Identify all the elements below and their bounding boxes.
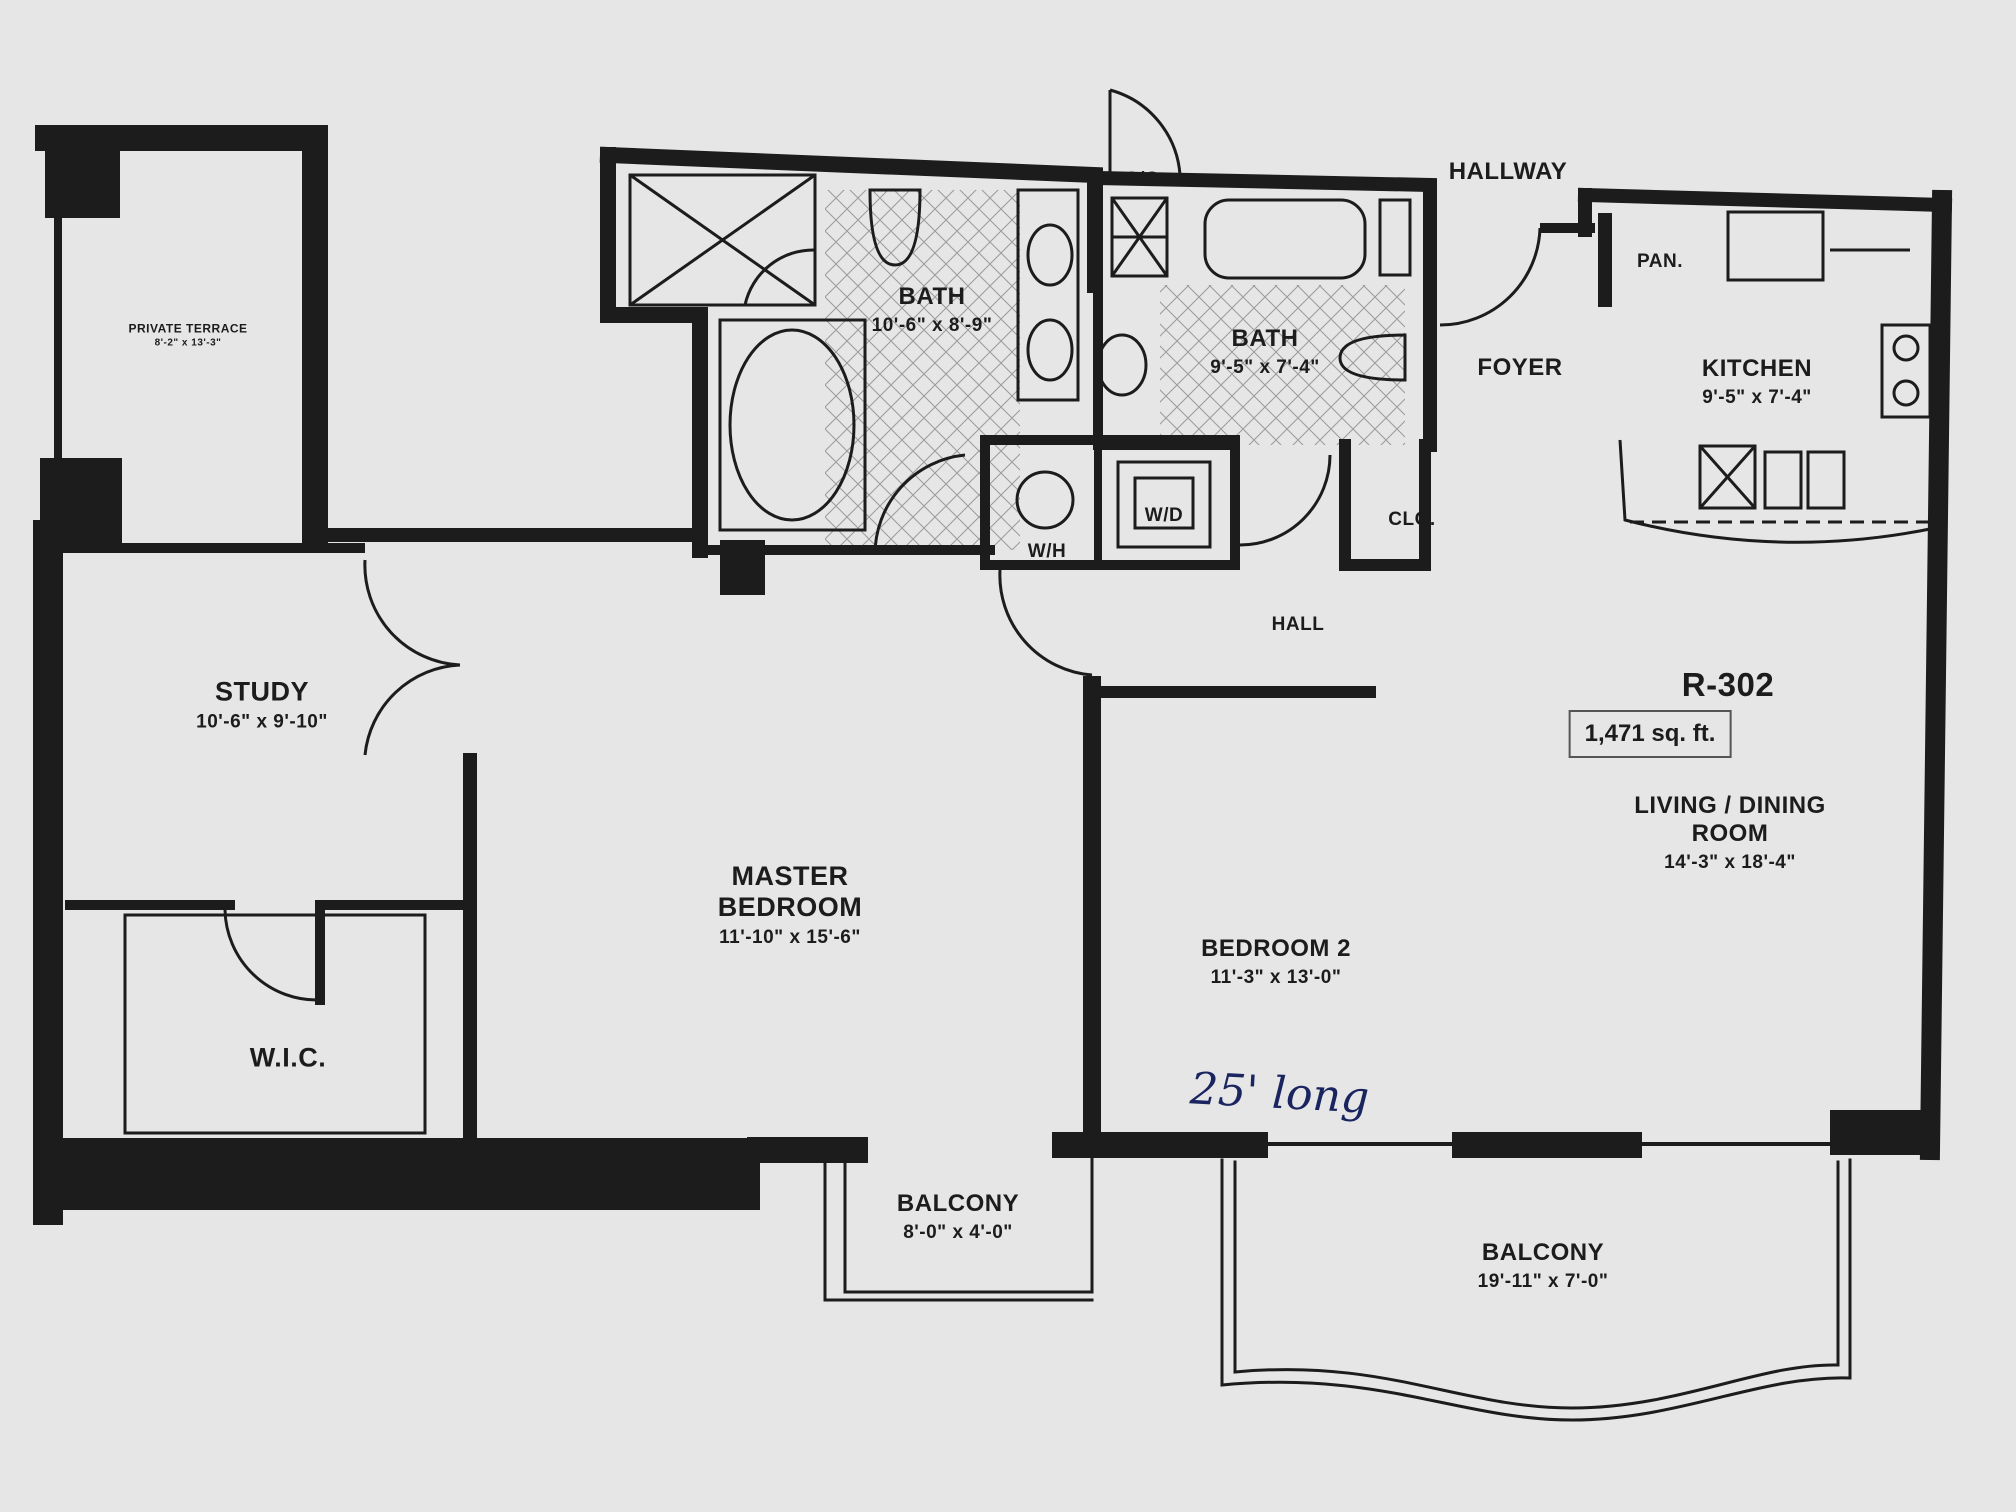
hall-label: HALL [1272, 614, 1325, 636]
master-bedroom-label: MASTER BEDROOM 11'-10" x 15'-6" [718, 861, 863, 949]
wic-label: W.I.C. [250, 1043, 327, 1074]
study-dims: 10'-6" x 9'-10" [196, 711, 328, 733]
foyer-name: FOYER [1477, 354, 1563, 381]
hall-name: HALL [1271, 614, 1325, 635]
balcony-large-label: BALCONY 19'-11" x 7'-0" [1478, 1239, 1609, 1293]
balcony-large-dims: 19'-11" x 7'-0" [1477, 1271, 1609, 1292]
living-dining-dims: 14'-3" x 18'-4" [1664, 852, 1796, 873]
bedroom-2-name: BEDROOM 2 [1201, 935, 1351, 962]
wd-name: W/D [1144, 505, 1184, 526]
hallway-name: HALLWAY [1448, 158, 1568, 185]
ac-name: A/C [1124, 169, 1160, 190]
bath-2-tile [1160, 285, 1405, 445]
bedroom-2-label: BEDROOM 2 11'-3" x 13'-0" [1201, 935, 1351, 989]
bedroom-2-dims: 11'-3" x 13'-0" [1210, 967, 1342, 988]
foyer-label: FOYER [1477, 354, 1562, 382]
balcony-small-name: BALCONY [896, 1190, 1020, 1217]
living-dining-name-2: ROOM [1691, 820, 1769, 847]
master-bath-tile [825, 190, 1020, 550]
private-terrace-dims: 8'-2" x 13'-3" [154, 337, 222, 349]
unit-area-badge: 1,471 sq. ft. [1568, 710, 1732, 758]
study-label: STUDY 10'-6" x 9'-10" [196, 677, 328, 734]
master-bath-name: BATH [898, 283, 966, 310]
hallway-label: HALLWAY [1449, 158, 1568, 186]
study-name: STUDY [214, 676, 310, 707]
living-dining-name-1: LIVING / DINING [1634, 792, 1826, 819]
master-bedroom-name-2: BEDROOM [717, 892, 863, 922]
walls [33, 125, 1953, 1422]
master-bath-dims: 10'-6" x 8'-9" [871, 315, 993, 336]
wd-label: W/D [1145, 505, 1183, 527]
ac-label: A/C [1125, 169, 1159, 191]
master-bedroom-dims: 11'-10" x 15'-6" [719, 927, 861, 948]
kitchen-dims: 9'-5" x 7'-4" [1702, 387, 1812, 408]
clo-label: CLO. [1388, 509, 1435, 531]
bath-2-name: BATH [1231, 325, 1299, 352]
balcony-large-name: BALCONY [1481, 1239, 1605, 1266]
fixtures [223, 88, 1937, 1002]
pantry-name: PAN. [1637, 251, 1683, 272]
kitchen-name: KITCHEN [1701, 355, 1813, 382]
handwritten-note: 25' long [1188, 1063, 1371, 1124]
wh-name: W/H [1027, 541, 1067, 562]
master-bedroom-name-1: MASTER [731, 861, 849, 891]
wh-label: W/H [1028, 541, 1066, 563]
clo-name: CLO. [1388, 509, 1436, 530]
private-terrace-label: PRIVATE TERRACE 8'-2" x 13'-3" [128, 322, 247, 349]
bath-2-dims: 9'-5" x 7'-4" [1210, 357, 1320, 378]
wic-name: W.I.C. [249, 1042, 327, 1073]
balcony-small-label: BALCONY 8'-0" x 4'-0" [897, 1190, 1019, 1244]
unit-id: R-302 [1681, 666, 1775, 703]
bath-2-label: BATH 9'-5" x 7'-4" [1210, 325, 1320, 379]
private-terrace-name: PRIVATE TERRACE [128, 321, 248, 336]
living-dining-label: LIVING / DINING ROOM 14'-3" x 18'-4" [1634, 792, 1826, 874]
pantry-label: PAN. [1637, 251, 1683, 273]
balcony-small-dims: 8'-0" x 4'-0" [903, 1222, 1013, 1243]
kitchen-label: KITCHEN 9'-5" x 7'-4" [1702, 355, 1812, 409]
master-bath-label: BATH 10'-6" x 8'-9" [872, 283, 993, 337]
